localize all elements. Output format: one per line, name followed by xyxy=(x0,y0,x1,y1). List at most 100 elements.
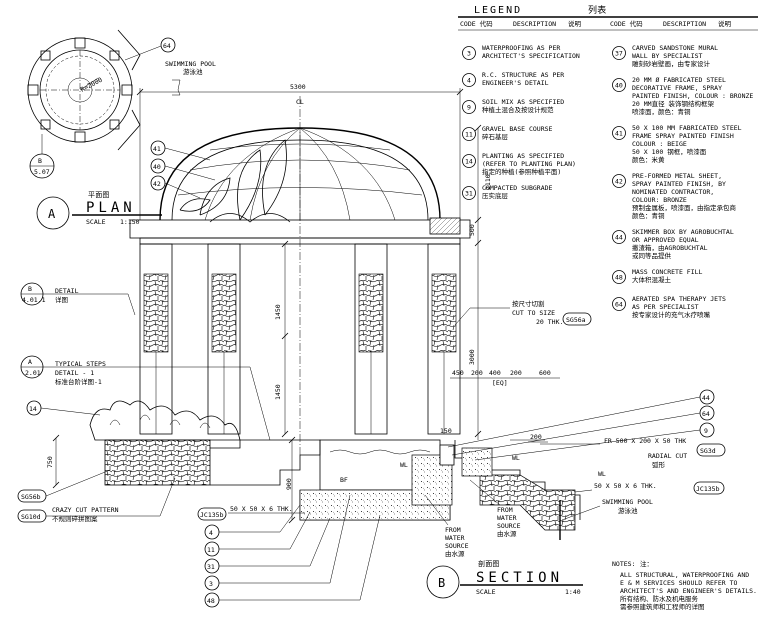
dim-row-2: 400 xyxy=(489,369,501,377)
legend-desc-line: GRAVEL BASE COURSE xyxy=(482,125,553,133)
legend-code-bubble xyxy=(612,126,626,140)
legend-title-cn: 列表 xyxy=(588,4,606,16)
notes-line: ARCHITECT'S AND ENGINEER'S DETAILS. xyxy=(620,587,757,595)
section-centerline: CL xyxy=(296,98,304,106)
radial-cut: RADIAL CUT xyxy=(648,452,687,460)
legend-code-bubble xyxy=(462,186,476,200)
legend-desc-line: ARCHITECT'S SPECIFICATION xyxy=(482,52,580,60)
legend-code: 48 xyxy=(615,274,623,282)
pool-basin xyxy=(299,439,455,521)
plan-title-cn: 平面图 xyxy=(88,191,110,199)
pool-label: SWIMMING POOL xyxy=(602,498,653,506)
legend-code-bubble xyxy=(462,127,476,141)
water-source-line: 由水源 xyxy=(497,529,517,538)
callout-42: 42 xyxy=(153,180,161,188)
planting-tag: 14 xyxy=(26,400,101,416)
legend-code: 42 xyxy=(615,178,623,186)
legend-desc-line: 20 MM直径 装饰钢结构框架 xyxy=(632,99,714,108)
section-scale-value: 1:40 xyxy=(565,588,581,596)
dim-upper-h: 1450 xyxy=(274,304,282,320)
dim-row-eq: [EQ] xyxy=(492,379,508,387)
legend-desc-line: SOIL MIX AS SPECIFIED xyxy=(482,98,564,106)
legend-header-desc: DESCRIPTION xyxy=(513,20,556,28)
legend-desc-line: ENGINEER'S DETAIL xyxy=(482,79,549,87)
section-wl-left: WL xyxy=(400,461,408,469)
legend-desc-line: SPRAY PAINTED FINISH, BY xyxy=(632,180,726,188)
steps-ref-top: A xyxy=(28,358,32,366)
cut-code: SG56a xyxy=(566,316,586,324)
fr-code: SG3d xyxy=(700,447,716,455)
legend-code: 3 xyxy=(467,50,471,58)
callout-9: 9 xyxy=(704,427,708,435)
dim-beam-h: 500 xyxy=(468,224,476,236)
legend-desc-line: 指定的种植(参照种植平面) xyxy=(482,167,561,176)
legend-desc-line: 压实底层 xyxy=(482,191,509,200)
plan-scale-label: SCALE xyxy=(86,218,106,226)
angle-code-left: JC135b xyxy=(200,511,224,519)
radial-cut-cn: 弧形 xyxy=(652,460,666,469)
legend-code: 31 xyxy=(465,190,473,198)
section-ref-letter: B xyxy=(438,576,445,590)
callout-64: 64 xyxy=(702,410,710,418)
water-source-line: 由水源 xyxy=(445,549,465,558)
legend-code: 41 xyxy=(615,130,623,138)
legend-desc-line: DECORATIVE FRAME, SPRAY xyxy=(632,84,722,92)
legend-code-bubble xyxy=(462,100,476,114)
notes-label-cn: 注： xyxy=(640,559,653,568)
legend-desc-line: 50 X 100 钢框，喷漆面 xyxy=(632,147,707,156)
dim-row-1: 200 xyxy=(471,369,483,377)
callout-41: 41 xyxy=(153,145,161,153)
callouts-right: 44 64 9 xyxy=(447,389,715,461)
legend-code-bubble xyxy=(462,46,476,60)
legend-desc-line: MASS CONCRETE FILL xyxy=(632,268,703,276)
notes-line: ALL STRUCTURAL, WATERPROOFING AND xyxy=(620,571,749,579)
dim-step: 200 xyxy=(530,433,542,441)
angle-tag-left: JC135b 50 X 50 X 6 THK. xyxy=(197,505,305,521)
legend-desc-line: 种植土混合及按设计规范 xyxy=(482,105,554,114)
dome-ribs xyxy=(177,127,423,221)
legend-desc-line: 雕刻砂岩壁画，由专家设计 xyxy=(632,59,711,68)
legend-code-bubble xyxy=(612,78,626,92)
crazy-label-cn: 不规则碎拼图案 xyxy=(52,514,98,523)
legend-header-code-2: CODE 代码 xyxy=(610,19,643,28)
dim-row-4: 600 xyxy=(539,369,551,377)
cut-label: CUT TO SIZE xyxy=(512,309,555,317)
legend-desc-line: AERATED SPA THERAPY JETS xyxy=(632,295,726,303)
legend-desc-line: CARVED SANDSTONE MURAL xyxy=(632,44,718,52)
legend-desc-line: 喷漆面，颜色：青铜 xyxy=(632,107,691,116)
callout-bottom-31: 31 xyxy=(207,563,215,571)
plan-columns xyxy=(27,37,133,143)
crazy-tag: SG56b SG10d CRAZY CUT PATTERN 不规则碎拼图案 xyxy=(17,469,176,523)
angle-tag-right: 50 X 50 X 6 THK. JC135b xyxy=(574,481,725,495)
angle-code-right: JC135b xyxy=(696,485,720,493)
dim-row-3: 200 xyxy=(510,369,522,377)
detail-ref-bottom: 4.01.1 xyxy=(22,296,46,304)
legend-desc-line: AS PER SPECIALIST xyxy=(632,303,699,311)
notes: NOTES: 注： ALL STRUCTURAL, WATERPROOFING … xyxy=(612,559,757,611)
legend-code-bubble xyxy=(612,230,626,244)
detail-ref-top: B xyxy=(28,285,32,293)
notes-label: NOTES: xyxy=(612,560,635,568)
legend-desc-line: OR APPROVED EQUAL xyxy=(632,236,699,244)
legend-header-desc-cn-2: 说明 xyxy=(718,19,732,28)
legend-desc-line: 20 MM Ø FABRICATED STEEL xyxy=(632,76,726,84)
plan-pool-label-cn: 游泳池 xyxy=(183,67,203,76)
cut-label-cn: 按尺寸切割 xyxy=(512,299,545,308)
callout-bottom-3: 3 xyxy=(209,580,213,588)
legend-code: 9 xyxy=(467,104,471,112)
crazy-code-2: SG10d xyxy=(21,513,41,521)
notes-line: 需参照建筑师和工程师的详图 xyxy=(620,602,705,611)
plan-view: R=2000 64 SWIMMING POOL 游泳池 B 5.07 A 平面图… xyxy=(27,29,216,230)
legend-desc-line: WATERPROOFING AS PER xyxy=(482,44,560,52)
legend-desc-line: 颜色：米黄 xyxy=(632,155,665,164)
callout-bottom-4: 4 xyxy=(209,529,213,537)
steps-ref-label-cn: 标准台阶详图-1 xyxy=(55,377,102,386)
plan-ref-letter: A xyxy=(48,207,56,221)
dim-wall-h: 750 xyxy=(46,456,54,468)
dim-total-h: 3000 xyxy=(468,349,476,365)
